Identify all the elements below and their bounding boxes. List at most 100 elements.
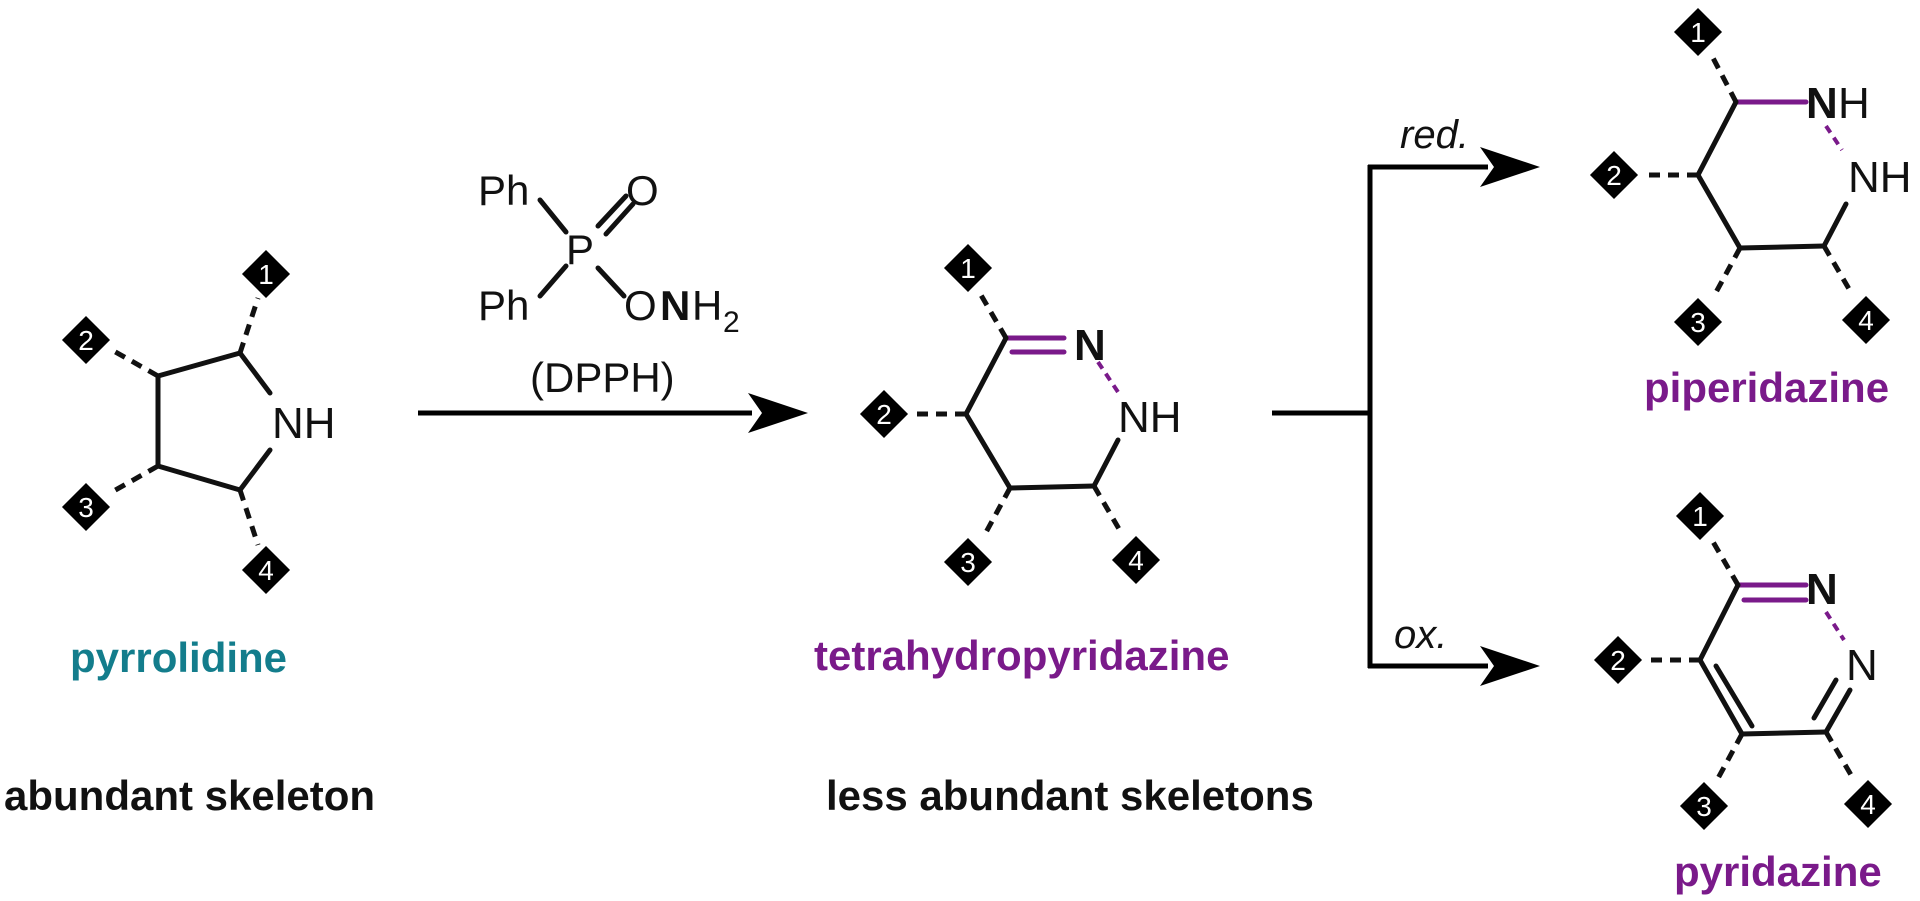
svg-text:3: 3 xyxy=(960,547,976,578)
position-badge-2: 2 xyxy=(859,389,909,439)
bond xyxy=(1697,582,1741,663)
bond xyxy=(237,350,273,396)
svg-text:2: 2 xyxy=(1610,645,1626,676)
bond xyxy=(237,447,273,493)
bond xyxy=(1091,437,1121,489)
position-badge-2: 2 xyxy=(61,315,111,365)
phenyl-bottom: Ph xyxy=(478,282,529,329)
svg-text:1: 1 xyxy=(960,253,976,284)
position-badge-3: 3 xyxy=(61,482,111,532)
bond xyxy=(603,201,636,237)
oxidation-condition: ox. xyxy=(1394,613,1447,657)
svg-text:1: 1 xyxy=(258,259,274,290)
svg-text:4: 4 xyxy=(1128,545,1144,576)
pyrrolidine-structure: NH 1 2 3 4 xyxy=(61,249,336,595)
position-badge-4: 4 xyxy=(241,545,291,595)
substituent-bond xyxy=(1091,484,1125,536)
position-badge-4: 4 xyxy=(1111,535,1161,585)
position-badge-3: 3 xyxy=(943,537,993,587)
bond xyxy=(537,263,569,299)
bond xyxy=(1811,677,1839,721)
position-badge-3: 3 xyxy=(1673,297,1723,347)
substituent-bond xyxy=(1713,732,1745,784)
bond xyxy=(963,335,1009,417)
pyridazine-name: pyridazine xyxy=(1674,848,1882,895)
piperidazine-structure: N H NH 1 2 3 4 xyxy=(1589,7,1912,347)
substituent-bond xyxy=(237,489,261,546)
svg-text:2: 2 xyxy=(78,325,94,356)
piperidazine-name: piperidazine xyxy=(1644,364,1889,411)
nh-nitrogen: N xyxy=(1806,79,1838,128)
svg-text:2: 2 xyxy=(1606,160,1622,191)
substituent-bond xyxy=(1823,730,1857,782)
svg-text:3: 3 xyxy=(1696,791,1712,822)
phosphorus: P xyxy=(566,226,594,273)
position-badge-1: 1 xyxy=(1673,7,1723,57)
bond xyxy=(155,350,243,379)
substituent-bond xyxy=(975,288,1009,340)
position-badge-1: 1 xyxy=(241,249,291,299)
bond xyxy=(595,265,627,299)
linker-oxygen: O xyxy=(624,282,657,329)
phenyl-top: Ph xyxy=(478,167,529,214)
ring-nitrogen-2: N xyxy=(1846,641,1878,690)
svg-text:4: 4 xyxy=(1858,305,1874,336)
svg-text:1: 1 xyxy=(1692,501,1708,532)
n-n-bond xyxy=(1824,610,1846,642)
bond xyxy=(1695,172,1743,251)
branch-arrows xyxy=(1272,147,1540,686)
bond xyxy=(1823,687,1853,735)
dpph-reagent: Ph Ph P O O N H 2 (DPPH) xyxy=(478,167,740,401)
nh-label: NH xyxy=(1118,393,1182,442)
position-badge-4: 4 xyxy=(1841,295,1891,345)
tetrahydropyridazine-structure: N NH 1 2 3 4 xyxy=(859,243,1182,587)
ring-nitrogen-1: N xyxy=(1806,565,1838,614)
n-n-bond xyxy=(1824,124,1844,152)
pyridazine-structure: N N 1 2 3 4 xyxy=(1593,491,1893,831)
tetrahydropyridazine-name: tetrahydropyridazine xyxy=(814,632,1229,679)
imine-nitrogen: N xyxy=(1074,321,1106,370)
nh-label: NH xyxy=(272,399,336,448)
substituent-bond xyxy=(981,486,1013,538)
svg-text:4: 4 xyxy=(258,555,274,586)
position-badge-1: 1 xyxy=(943,243,993,293)
nh-hydrogen: H xyxy=(1838,79,1870,128)
bond xyxy=(1697,657,1745,737)
svg-text:4: 4 xyxy=(1860,789,1876,820)
nh-label: NH xyxy=(1848,153,1912,202)
svg-text:2: 2 xyxy=(876,399,892,430)
bond xyxy=(1737,243,1827,251)
amine-hydrogen: H xyxy=(692,282,722,329)
pyrrolidine-name: pyrrolidine xyxy=(70,634,287,681)
bond xyxy=(1739,729,1829,737)
svg-text:1: 1 xyxy=(1690,17,1706,48)
position-badge-4: 4 xyxy=(1843,779,1893,829)
hydrogen-count: 2 xyxy=(723,306,740,339)
abundant-skeleton-caption: abundant skeleton xyxy=(4,772,375,819)
bond xyxy=(1007,483,1097,491)
less-abundant-skeletons-caption: less abundant skeletons xyxy=(826,772,1314,819)
svg-text:3: 3 xyxy=(1690,307,1706,338)
n-n-bond xyxy=(1096,360,1120,394)
bond xyxy=(595,193,629,229)
amine-nitrogen: N xyxy=(660,282,690,329)
substituent-bond xyxy=(1711,246,1743,298)
svg-text:3: 3 xyxy=(78,492,94,523)
dpph-abbreviation: (DPPH) xyxy=(530,354,675,401)
substituent-bond xyxy=(1821,244,1855,296)
bond xyxy=(1821,201,1849,249)
position-badge-2: 2 xyxy=(1593,635,1643,685)
substituent-bond xyxy=(1709,54,1739,104)
bond xyxy=(155,463,243,493)
bond xyxy=(1695,99,1739,178)
bond xyxy=(963,411,1013,491)
bond xyxy=(537,197,569,235)
substituent-bond xyxy=(1709,538,1741,587)
position-badge-1: 1 xyxy=(1675,491,1725,541)
reduction-condition: red. xyxy=(1400,113,1469,157)
bond xyxy=(1713,663,1755,729)
position-badge-3: 3 xyxy=(1679,781,1729,831)
reaction-arrow xyxy=(418,393,808,433)
substituent-bond xyxy=(110,347,160,379)
